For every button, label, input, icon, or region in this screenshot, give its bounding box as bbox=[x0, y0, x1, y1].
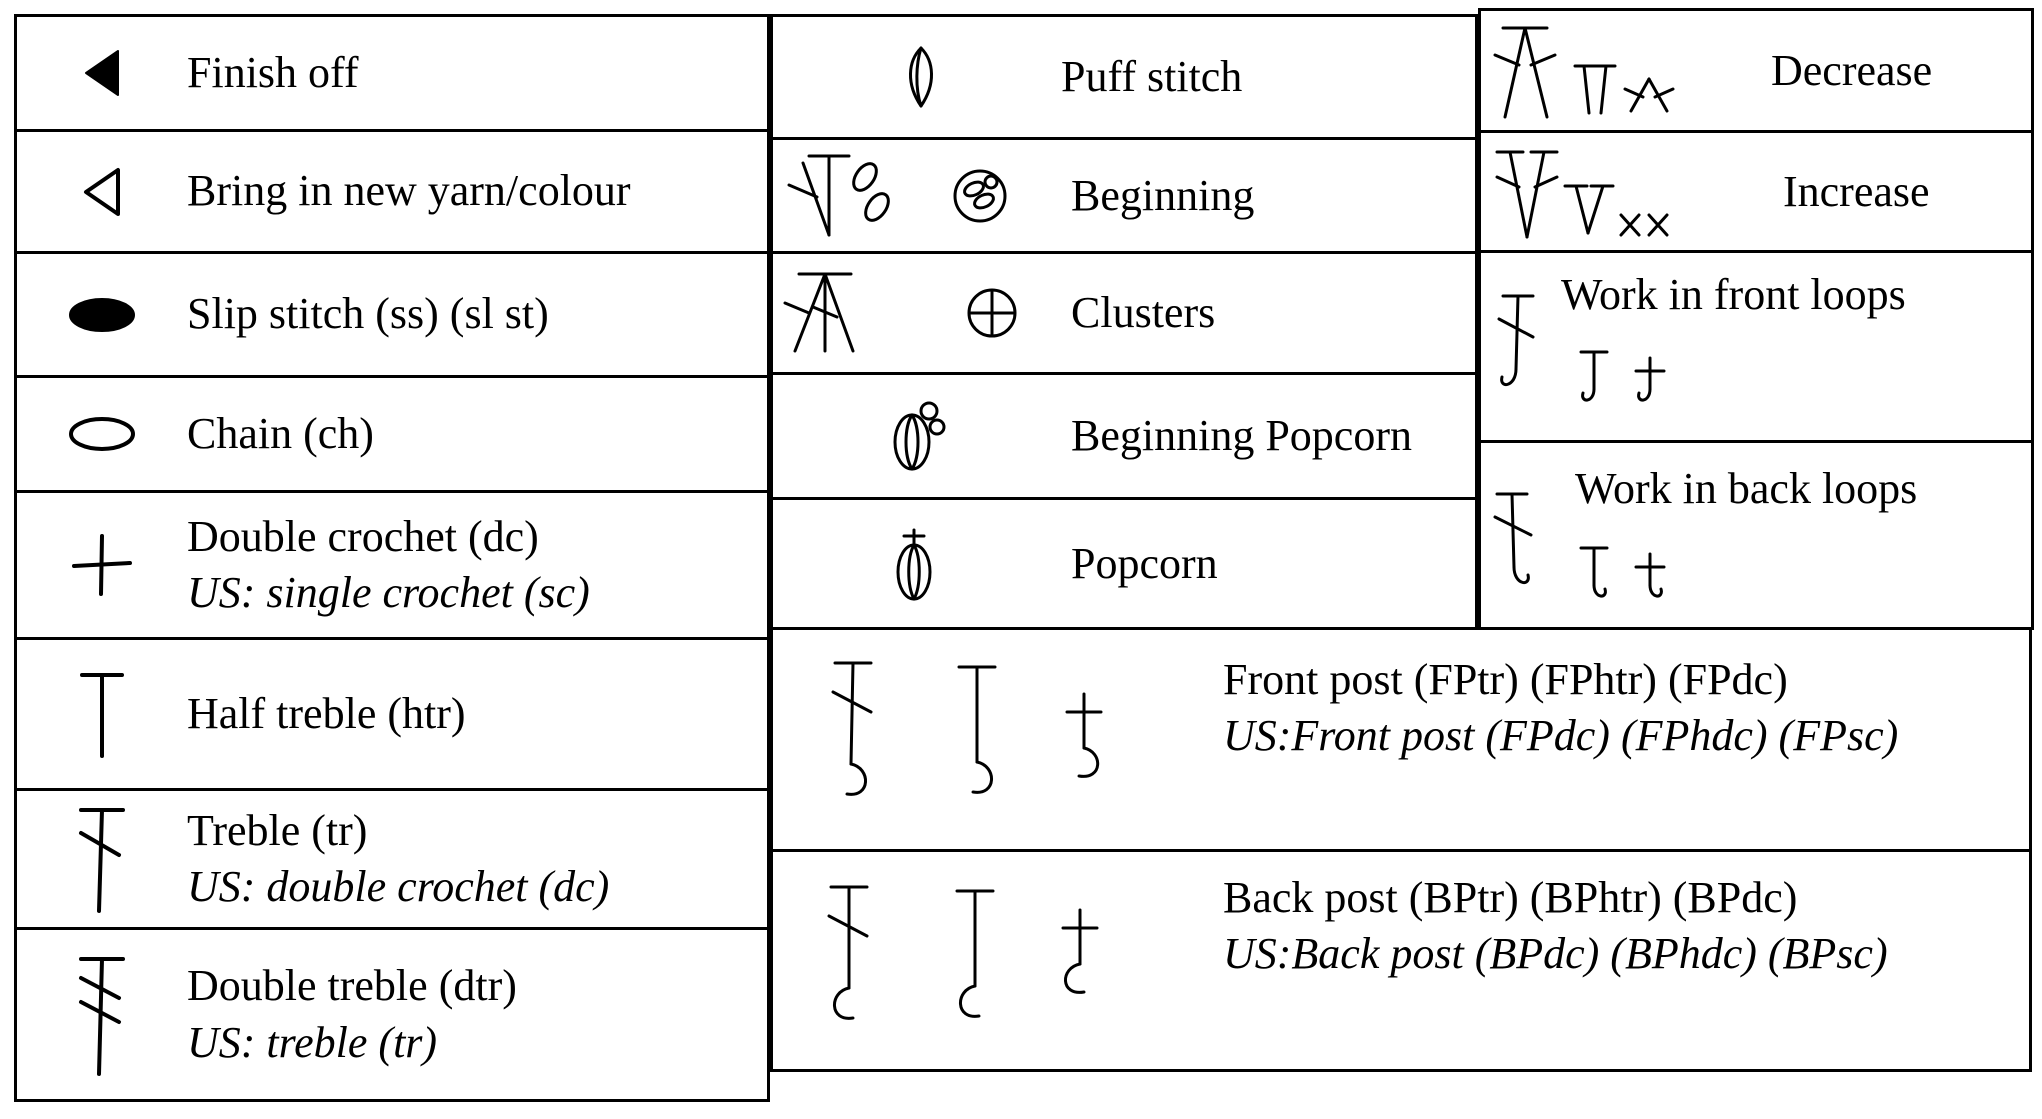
finish-off-icon bbox=[85, 50, 119, 96]
treble-us-label: US: double crochet (dc) bbox=[187, 862, 610, 911]
front-loops-label: Work in front loops bbox=[1561, 270, 1906, 319]
beginning-popcorn-label: Beginning Popcorn bbox=[1071, 410, 1412, 460]
row-double-treble: Double treble (dtr) US: treble (tr) bbox=[14, 927, 770, 1102]
back-loop-treble-icon bbox=[1493, 492, 1533, 584]
row-treble: Treble (tr) US: double crochet (dc) bbox=[14, 788, 770, 930]
decrease-double-crochet-icon bbox=[1623, 77, 1675, 113]
new-yarn-icon bbox=[84, 167, 120, 216]
back-loop-double-crochet-icon bbox=[1634, 552, 1666, 598]
finish-off-label: Finish off bbox=[187, 47, 359, 97]
front-post-half-treble-icon bbox=[957, 665, 997, 794]
back-post-us-label: US:Back post (BPdc) (BPhdc) (BPsc) bbox=[1223, 929, 1888, 979]
back-post-label: Back post (BPtr) (BPhtr) (BPdc) bbox=[1223, 873, 1798, 922]
row-slip-stitch: Slip stitch (ss) (sl st) bbox=[14, 251, 770, 378]
clusters-icon bbox=[783, 272, 855, 353]
decrease-label: Decrease bbox=[1771, 45, 1933, 95]
chain-label: Chain (ch) bbox=[187, 408, 374, 458]
row-half-treble: Half treble (htr) bbox=[14, 637, 770, 791]
puff-stitch-icon bbox=[909, 46, 933, 108]
half-treble-icon bbox=[80, 673, 124, 758]
back-loop-half-treble-icon bbox=[1579, 546, 1609, 598]
row-back-loops: Work in back loops bbox=[1478, 440, 2034, 630]
row-increase: Increase bbox=[1478, 130, 2034, 253]
back-loops-label: Work in back loops bbox=[1575, 464, 1918, 513]
double-treble-us-label: US: treble (tr) bbox=[187, 1017, 438, 1067]
row-new-yarn: Bring in new yarn/colour bbox=[14, 129, 770, 254]
half-treble-label: Half treble (htr) bbox=[187, 688, 466, 738]
row-back-post: Back post (BPtr) (BPhtr) (BPdc) US:Back … bbox=[770, 849, 2032, 1072]
decrease-half-treble-icon bbox=[1573, 64, 1617, 115]
clusters-label: Clusters bbox=[1071, 287, 1216, 337]
beginning-cluster-icon bbox=[787, 154, 890, 236]
cluster-bobble-icon bbox=[967, 288, 1017, 338]
front-post-label: Front post (FPtr) (FPhtr) (FPdc) bbox=[1223, 655, 1788, 704]
increase-double-crochet-icon bbox=[1619, 213, 1669, 237]
new-yarn-label: Bring in new yarn/colour bbox=[187, 166, 631, 216]
double-crochet-label: Double crochet (dc) bbox=[187, 511, 539, 561]
treble-label: Treble (tr) bbox=[187, 805, 368, 855]
front-post-us-label: US:Front post (FPdc) (FPhdc) (FPsc) bbox=[1223, 711, 1899, 761]
front-loop-double-crochet-icon bbox=[1634, 356, 1666, 402]
popcorn-icon bbox=[896, 528, 932, 600]
beginning-popcorn-ring-icon bbox=[953, 169, 1007, 222]
back-post-treble-icon bbox=[827, 885, 869, 1020]
double-treble-label: Double treble (dtr) bbox=[187, 961, 517, 1011]
chain-icon bbox=[69, 417, 135, 451]
front-post-double-crochet-icon bbox=[1065, 692, 1103, 778]
slip-stitch-icon bbox=[69, 297, 135, 332]
back-post-double-crochet-icon bbox=[1061, 908, 1099, 994]
row-front-loops: Work in front loops bbox=[1478, 250, 2034, 443]
double-crochet-us-label: US: single crochet (sc) bbox=[187, 568, 590, 617]
treble-icon bbox=[79, 808, 125, 913]
front-post-treble-icon bbox=[831, 661, 873, 796]
puff-stitch-label: Puff stitch bbox=[1061, 51, 1243, 101]
increase-label: Increase bbox=[1783, 166, 1930, 216]
double-crochet-icon bbox=[72, 534, 132, 596]
slip-stitch-label: Slip stitch (ss) (sl st) bbox=[187, 289, 549, 339]
front-loop-half-treble-icon bbox=[1579, 350, 1609, 402]
decrease-treble-icon bbox=[1493, 26, 1557, 119]
increase-treble-icon bbox=[1495, 150, 1559, 239]
row-chain: Chain (ch) bbox=[14, 375, 770, 493]
increase-half-treble-icon bbox=[1563, 184, 1615, 235]
front-loop-treble-icon bbox=[1497, 294, 1535, 386]
row-beginning-popcorn: Beginning Popcorn bbox=[770, 372, 1478, 500]
popcorn-label: Popcorn bbox=[1071, 538, 1218, 588]
row-popcorn: Popcorn bbox=[770, 497, 1478, 630]
row-beginning: Beginning bbox=[770, 137, 1478, 254]
row-puff-stitch: Puff stitch bbox=[770, 14, 1478, 140]
double-treble-icon bbox=[79, 956, 125, 1076]
row-double-crochet: Double crochet (dc) US: single crochet (… bbox=[14, 490, 770, 640]
row-front-post: Front post (FPtr) (FPhtr) (FPdc) US:Fron… bbox=[770, 627, 2032, 852]
back-post-half-treble-icon bbox=[955, 889, 995, 1018]
row-clusters: Clusters bbox=[770, 251, 1478, 375]
row-decrease: Decrease bbox=[1478, 8, 2034, 133]
beginning-label: Beginning bbox=[1071, 170, 1255, 220]
beginning-popcorn-icon bbox=[893, 401, 946, 471]
row-finish-off: Finish off bbox=[14, 14, 770, 132]
